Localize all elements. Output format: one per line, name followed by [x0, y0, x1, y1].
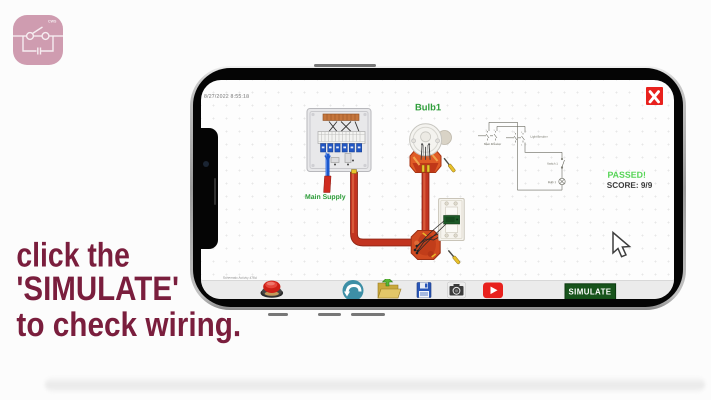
- svg-text:'SIMULATE': 'SIMULATE': [16, 269, 179, 308]
- svg-text:1: 1: [514, 132, 516, 134]
- svg-text:Switch 1: Switch 1: [547, 161, 558, 165]
- svg-text:8/27/2022 8:55:18: 8/27/2022 8:55:18: [204, 93, 249, 99]
- svg-text:Schematic Activity 478d: Schematic Activity 478d: [223, 275, 257, 279]
- svg-text:Bulb1: Bulb1: [415, 101, 441, 112]
- svg-text:Light Breaker: Light Breaker: [530, 134, 547, 138]
- svg-text:to check wiring.: to check wiring.: [16, 305, 241, 343]
- svg-text:3: 3: [521, 132, 523, 134]
- svg-text:Main Supply: Main Supply: [305, 194, 346, 201]
- svg-text:4: 4: [521, 144, 523, 146]
- svg-text:CWS: CWS: [48, 19, 57, 23]
- svg-text:Main Breaker: Main Breaker: [484, 141, 501, 145]
- svg-text:PASSED!: PASSED!: [607, 169, 646, 179]
- svg-text:1: 1: [486, 130, 488, 132]
- svg-text:click the: click the: [16, 236, 129, 274]
- svg-text:4: 4: [494, 142, 496, 144]
- svg-text:SCORE: 9/9: SCORE: 9/9: [607, 180, 653, 189]
- svg-text:SIMULATE: SIMULATE: [569, 287, 612, 296]
- svg-text:3: 3: [494, 130, 496, 132]
- svg-text:Bulb 1: Bulb 1: [548, 180, 557, 184]
- svg-text:2: 2: [486, 142, 488, 144]
- svg-text:2: 2: [514, 144, 516, 146]
